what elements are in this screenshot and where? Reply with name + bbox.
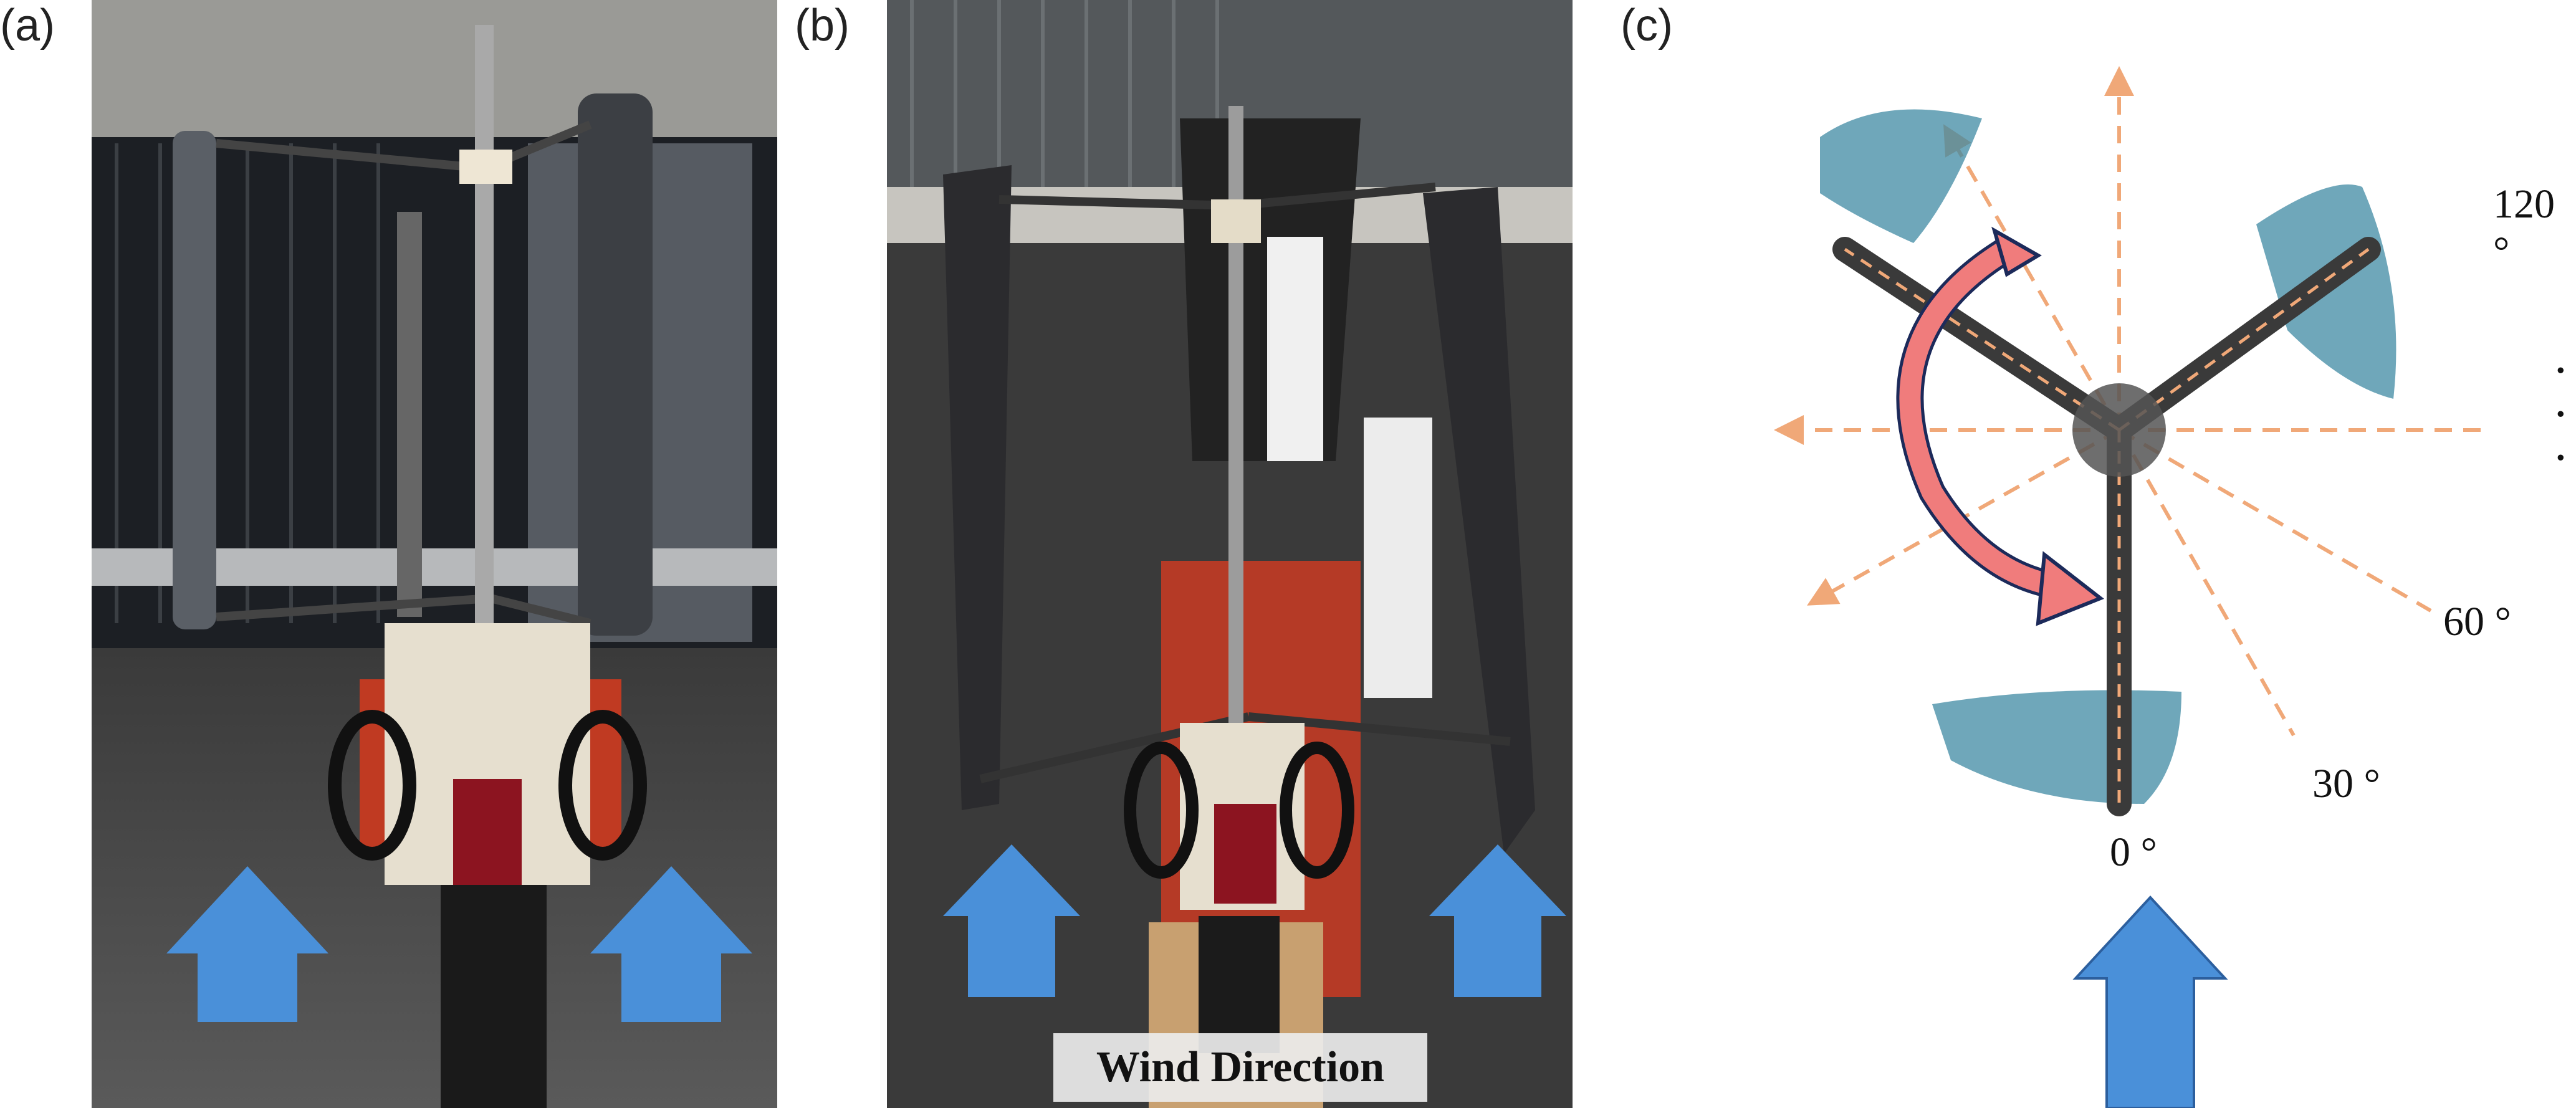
panel-label-a: (a): [0, 1, 55, 50]
panel-label-b: (b): [795, 1, 850, 50]
photo-panel-a: [92, 0, 777, 1108]
photo-panel-b: [887, 0, 1573, 1108]
ellipsis-dots: · · ·: [2552, 343, 2569, 485]
wind-direction-caption: Wind Direction: [1053, 1033, 1427, 1102]
angle-label-120: 120 °: [2493, 181, 2555, 274]
angle-label-60: 60 °: [2443, 599, 2511, 644]
angle-label-30: 30 °: [2312, 761, 2380, 806]
angle-label-0: 0 °: [2110, 829, 2157, 875]
rotor-diagram: [1745, 37, 2481, 1108]
panel-label-c: (c): [1621, 1, 1673, 50]
